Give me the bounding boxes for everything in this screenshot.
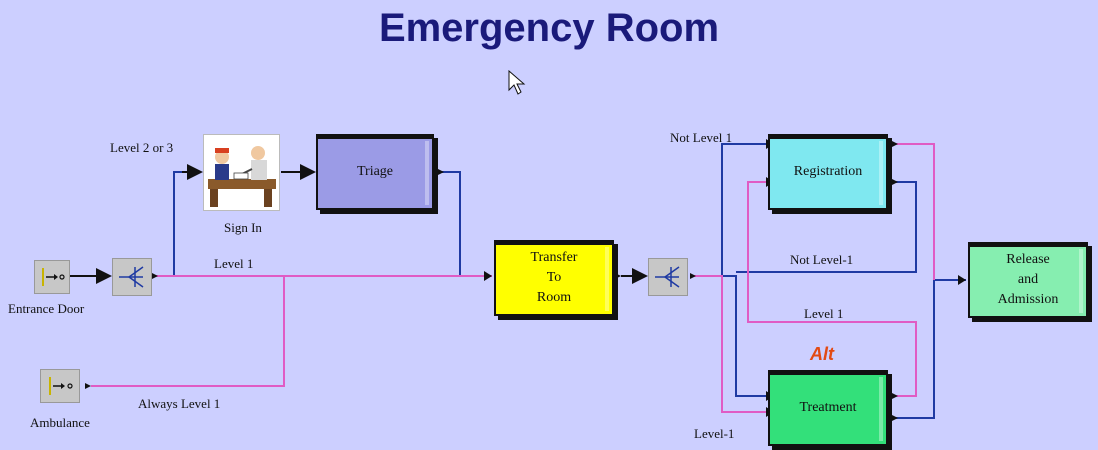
transfer-to-room-block[interactable]: Transfer To Room xyxy=(494,240,614,316)
wire-treatment-release xyxy=(890,279,966,419)
wire-level-1-treatment xyxy=(694,275,766,413)
route-label-always-level-1: Always Level 1 xyxy=(138,396,221,411)
wire-registration-not-level-1 xyxy=(736,181,917,273)
wire-level-2-or-3 xyxy=(156,171,182,277)
ambulance-block[interactable] xyxy=(40,369,80,403)
route-label-level-2-or-3: Level 2 or 3 xyxy=(110,140,174,155)
wire-treatment-registration xyxy=(747,181,917,397)
registration-label: Registration xyxy=(793,164,863,179)
release-admission-block[interactable]: Release and Admission xyxy=(968,242,1088,318)
sign-in-block[interactable] xyxy=(203,134,280,211)
sign-in-desk-illustration xyxy=(208,146,276,207)
transfer-label-line-3: Room xyxy=(536,290,572,305)
triage-label: Triage xyxy=(356,164,394,179)
ambulance-label: Ambulance xyxy=(30,415,90,430)
mouse-pointer-icon xyxy=(508,69,526,101)
source-arrow-icon xyxy=(49,377,73,395)
transfer-label-line-1: Transfer xyxy=(530,250,578,265)
treatment-label: Treatment xyxy=(799,400,857,415)
release-label-line-3: Admission xyxy=(997,292,1059,307)
route-label-level-1-bottom: Level-1 xyxy=(694,426,735,441)
route-label-level-1-mid: Level 1 xyxy=(804,306,844,321)
decision-block-1[interactable] xyxy=(112,258,152,296)
wire-always-level-1 xyxy=(91,276,285,387)
branch-decision-icon xyxy=(119,266,144,288)
wire-not-level-1 xyxy=(694,143,766,277)
wire-triage-transfer xyxy=(436,171,492,277)
registration-block[interactable]: Registration xyxy=(768,134,888,210)
triage-block[interactable]: Triage xyxy=(316,134,434,210)
transfer-label-line-2: To xyxy=(546,270,562,285)
route-label-not-level-1-top: Not Level 1 xyxy=(670,130,733,145)
entrance-door-label: Entrance Door xyxy=(8,301,85,316)
page-title: Emergency Room xyxy=(378,6,720,50)
decision-block-2[interactable] xyxy=(648,258,688,296)
branch-decision-icon xyxy=(655,266,680,288)
route-label-not-level-1-mid: Not Level-1 xyxy=(790,252,854,267)
treatment-block[interactable]: Treatment xyxy=(768,370,888,446)
alt-label: Alt xyxy=(810,344,834,364)
route-label-level-1: Level 1 xyxy=(214,256,254,271)
sign-in-label: Sign In xyxy=(224,220,262,235)
release-label-line-2: and xyxy=(1017,272,1039,287)
wire-to-treatment-blue xyxy=(722,275,766,397)
entrance-door-block[interactable] xyxy=(34,260,70,294)
source-arrow-icon xyxy=(42,268,65,286)
wire-registration-release xyxy=(890,143,935,280)
release-label-line-1: Release xyxy=(1006,252,1050,267)
